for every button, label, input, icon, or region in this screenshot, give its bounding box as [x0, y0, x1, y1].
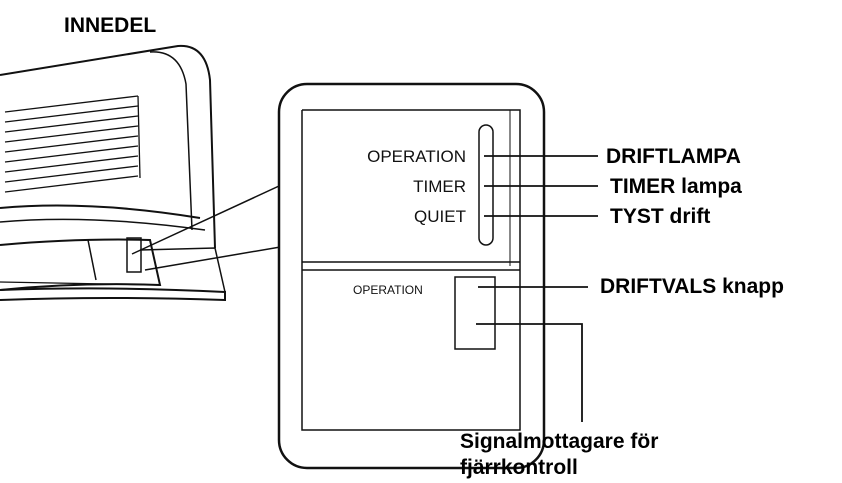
callout-receiver-line1: Signalmottagare för — [460, 430, 658, 453]
callout-operation-lamp: DRIFTLAMPA — [606, 145, 741, 168]
vent-grille — [4, 95, 141, 193]
lamp-strip — [478, 124, 494, 246]
callout-quiet: TYST drift — [610, 205, 710, 228]
callout-lines — [476, 155, 598, 422]
indicator-operation: OPERATION — [367, 147, 466, 166]
indoor-unit-illustration — [0, 44, 226, 302]
operation-button[interactable] — [454, 276, 496, 350]
control-panel-zoom: OPERATION TIMER QUIET OPERATION — [277, 82, 546, 470]
diagram-title: INNEDEL — [64, 14, 156, 37]
operation-button-label: OPERATION — [353, 283, 423, 297]
zoom-lines — [131, 179, 293, 271]
callout-mode-button: DRIFTVALS knapp — [600, 275, 784, 298]
callout-receiver-line2: fjärrkontroll — [460, 456, 578, 479]
indicator-quiet: QUIET — [414, 207, 466, 226]
callout-timer-lamp: TIMER lampa — [610, 175, 742, 198]
indicator-timer: TIMER — [413, 177, 466, 196]
